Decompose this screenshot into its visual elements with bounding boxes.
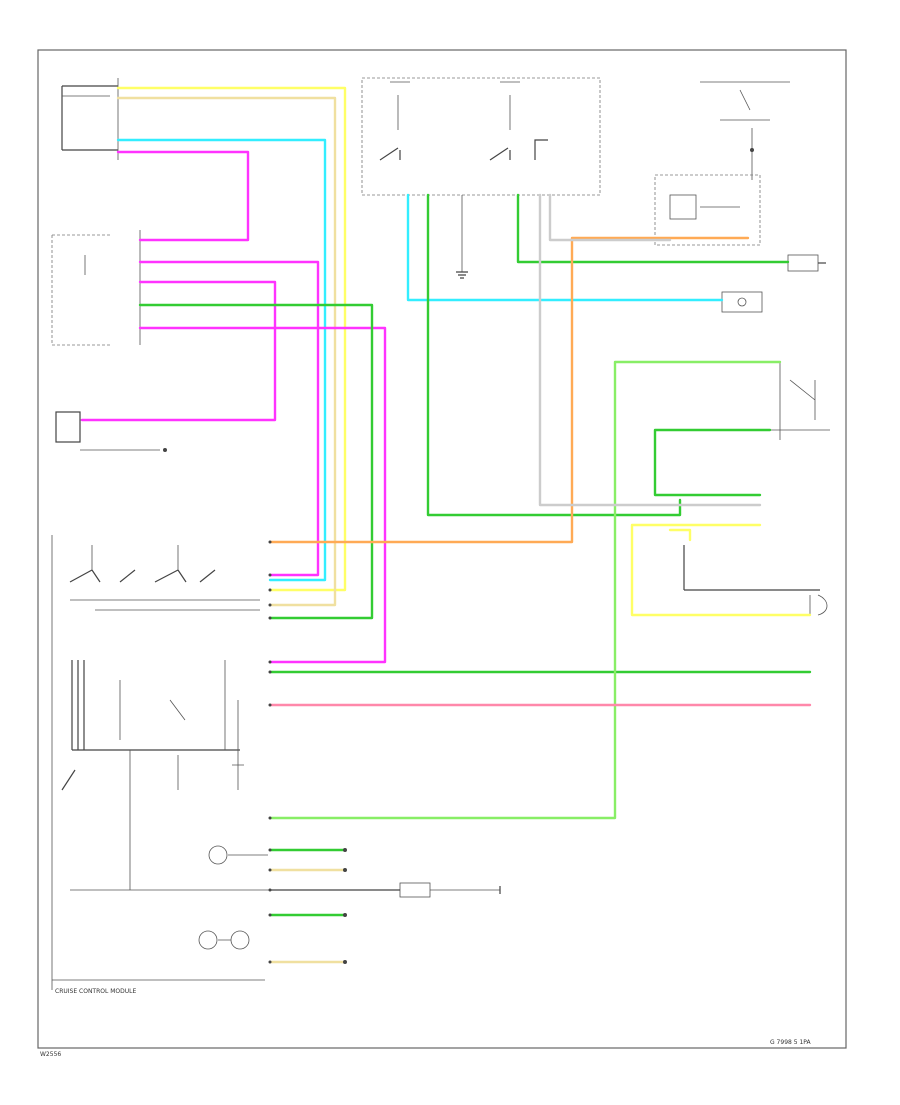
wire-green-5 (653, 428, 772, 497)
right-sensor-box (683, 545, 828, 616)
wire-cyan-1 (116, 138, 327, 582)
component-top-left (61, 78, 119, 160)
lamp-symbols-bottom (198, 845, 268, 950)
right-sensor-switch (760, 362, 830, 440)
terminal-dots (268, 540, 347, 964)
wire-pink-1 (116, 150, 250, 242)
wire-yellow-2 (630, 523, 812, 617)
relay-box-right (654, 174, 761, 246)
wire-tan-1 (116, 96, 337, 607)
wire-green-3 (516, 193, 790, 264)
diagram-frame (37, 49, 847, 1049)
wire-yellow-1 (116, 86, 347, 592)
switch-block-top (361, 77, 601, 196)
small-module-left (55, 411, 167, 452)
wire-pink-2 (138, 260, 320, 577)
connector-right-1 (787, 254, 826, 272)
wire-light-green-1 (268, 360, 782, 820)
ground-top-middle (456, 195, 468, 279)
wire-green-6 (268, 848, 347, 917)
wire-green-1 (138, 303, 374, 620)
cruise-switch-group (51, 535, 260, 990)
wire-yellow-3 (668, 528, 692, 542)
wire-cyan-2 (406, 193, 724, 302)
fuse-bottom (399, 882, 501, 898)
brake-switch-group (61, 660, 270, 891)
module-label: CRUISE CONTROL MODULE (55, 988, 136, 995)
wire-pink-4 (138, 326, 387, 664)
wire-pink-3 (80, 280, 277, 422)
connector-right-2 (721, 291, 763, 313)
wire-orange-1 (268, 236, 750, 544)
relay-block-left (51, 230, 141, 346)
footer-left-code: W2556 (40, 1051, 61, 1058)
wire-gray-1 (538, 193, 762, 507)
ignition-switch-right (700, 81, 790, 180)
wire-gray-2 (548, 193, 672, 242)
wire-green-2 (426, 193, 682, 517)
footer-right-code: G 7998 5 1PA (770, 1039, 812, 1046)
